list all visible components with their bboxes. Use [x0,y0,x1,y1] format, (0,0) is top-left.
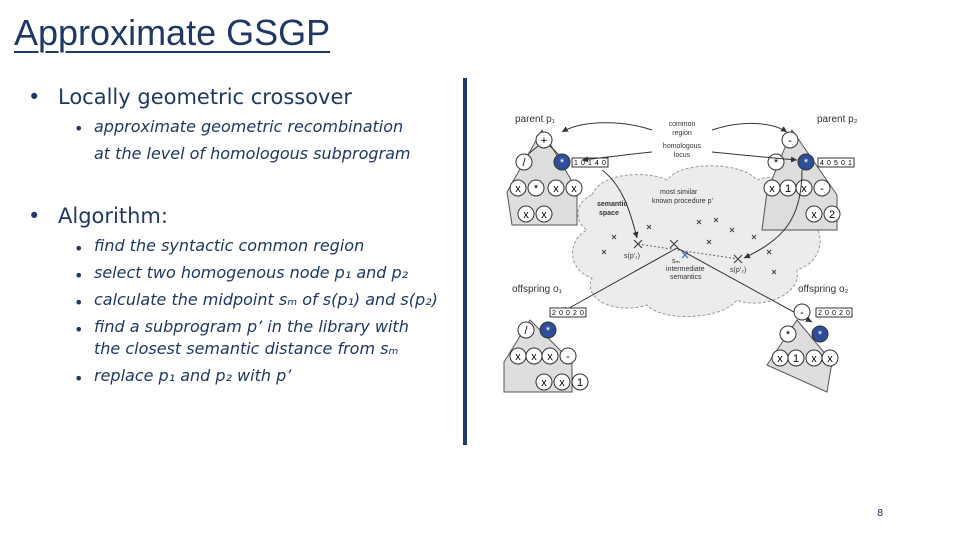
svg-text:5: 5 [834,160,838,167]
svg-text:*: * [534,183,539,195]
svg-text:0: 0 [580,310,584,317]
slide-title: Approximate GSGP [14,12,330,54]
svg-text:-: - [820,183,824,195]
svg-text:x: x [769,183,775,195]
svg-text:x: x [811,209,817,221]
svg-text:region: region [672,130,692,137]
svg-text:x: x [531,351,537,363]
svg-text:0: 0 [841,160,845,167]
step-4-continued: the closest semantic distance from sₘ [94,338,398,360]
svg-text:homologous: homologous [663,143,702,150]
step-3: calculate the midpoint sₘ of s(p₁) and s… [94,289,438,311]
bullet-dot: • [74,292,83,314]
svg-text:*: * [786,329,791,341]
sub-bullet-line-2: at the level of homologous subprogram [94,143,410,165]
bullet-dot: • [74,118,83,140]
step-4: find a subprogram p’ in the library with [94,316,409,338]
svg-text:0: 0 [581,160,585,167]
svg-text:1: 1 [793,353,799,365]
svg-text:s(p’₁): s(p’₁) [624,253,640,260]
arrow [582,152,652,160]
svg-text:2: 2 [839,310,843,317]
svg-text:common: common [669,121,696,128]
svg-text:space: space [599,210,619,217]
page-number: 8 [877,508,883,519]
bullet-dot: • [28,85,40,109]
svg-text:0: 0 [602,160,606,167]
svg-text:1: 1 [588,160,592,167]
svg-text:1: 1 [574,160,578,167]
step-2: select two homogenous node p₁ and p₂ [94,262,408,284]
svg-text:-: - [788,135,792,147]
bullet-dot: • [74,265,83,287]
svg-text:1: 1 [785,183,791,195]
bullet-dot: • [74,238,83,260]
svg-text:0: 0 [832,310,836,317]
svg-text:x: x [553,183,559,195]
svg-text:x: x [515,183,521,195]
svg-text:2: 2 [573,310,577,317]
svg-text:2: 2 [818,310,822,317]
svg-text:x: x [801,183,807,195]
svg-text:*: * [546,325,551,337]
svg-text:most similar: most similar [660,189,698,196]
bullet-dot: • [74,319,83,341]
step-1: find the syntactic common region [94,235,364,257]
svg-text:sₘ: sₘ [672,258,680,265]
svg-text:0: 0 [827,160,831,167]
sub-bullet-line-1: approximate geometric recombination [94,116,403,138]
parent2-label: parent p₂ [817,114,858,125]
svg-text:0: 0 [566,310,570,317]
svg-text:2: 2 [829,209,835,221]
bullet-algorithm: Algorithm: [58,204,168,228]
svg-text:s(p’₂): s(p’₂) [730,267,746,274]
bullet-dot: • [28,204,40,228]
arrow [562,123,652,132]
svg-text:semantic: semantic [597,201,627,208]
offspring1-label: offspring o₁ [512,284,563,295]
svg-text:x: x [541,209,547,221]
svg-text:2: 2 [552,310,556,317]
svg-text:x: x [559,377,565,389]
svg-text:x: x [571,183,577,195]
divider-line [463,78,467,445]
svg-text:x: x [777,353,783,365]
svg-text:semantics: semantics [670,274,702,281]
svg-text:4: 4 [820,160,824,167]
common-region-label: common region homologous locus [663,121,702,159]
svg-text:x: x [541,377,547,389]
svg-text:+: + [541,135,547,147]
arrow [712,123,787,132]
svg-text:x: x [811,353,817,365]
parent1-label: parent p₁ [515,114,556,125]
svg-text:1: 1 [848,160,852,167]
svg-text:0: 0 [846,310,850,317]
svg-text:intermediate: intermediate [666,266,705,273]
svg-text:-: - [800,307,804,319]
svg-text:locus: locus [674,152,691,159]
svg-text:4: 4 [595,160,599,167]
svg-text:0: 0 [559,310,563,317]
step-5: replace p₁ and p₂ with p’ [94,365,291,387]
svg-text:*: * [804,157,809,169]
svg-text:-: - [566,351,570,363]
bullet-locally-geometric: Locally geometric crossover [58,85,352,109]
svg-text:known procedure p’: known procedure p’ [652,198,714,205]
svg-text:*: * [818,329,823,341]
svg-text:x: x [547,351,553,363]
bullet-dot: • [74,368,83,390]
svg-text:x: x [827,353,833,365]
offspring2-label: offspring o₂ [798,284,849,295]
svg-text:0: 0 [825,310,829,317]
svg-text:x: x [523,209,529,221]
svg-text:*: * [560,157,565,169]
svg-text:x: x [515,351,521,363]
svg-text:1: 1 [577,377,583,389]
